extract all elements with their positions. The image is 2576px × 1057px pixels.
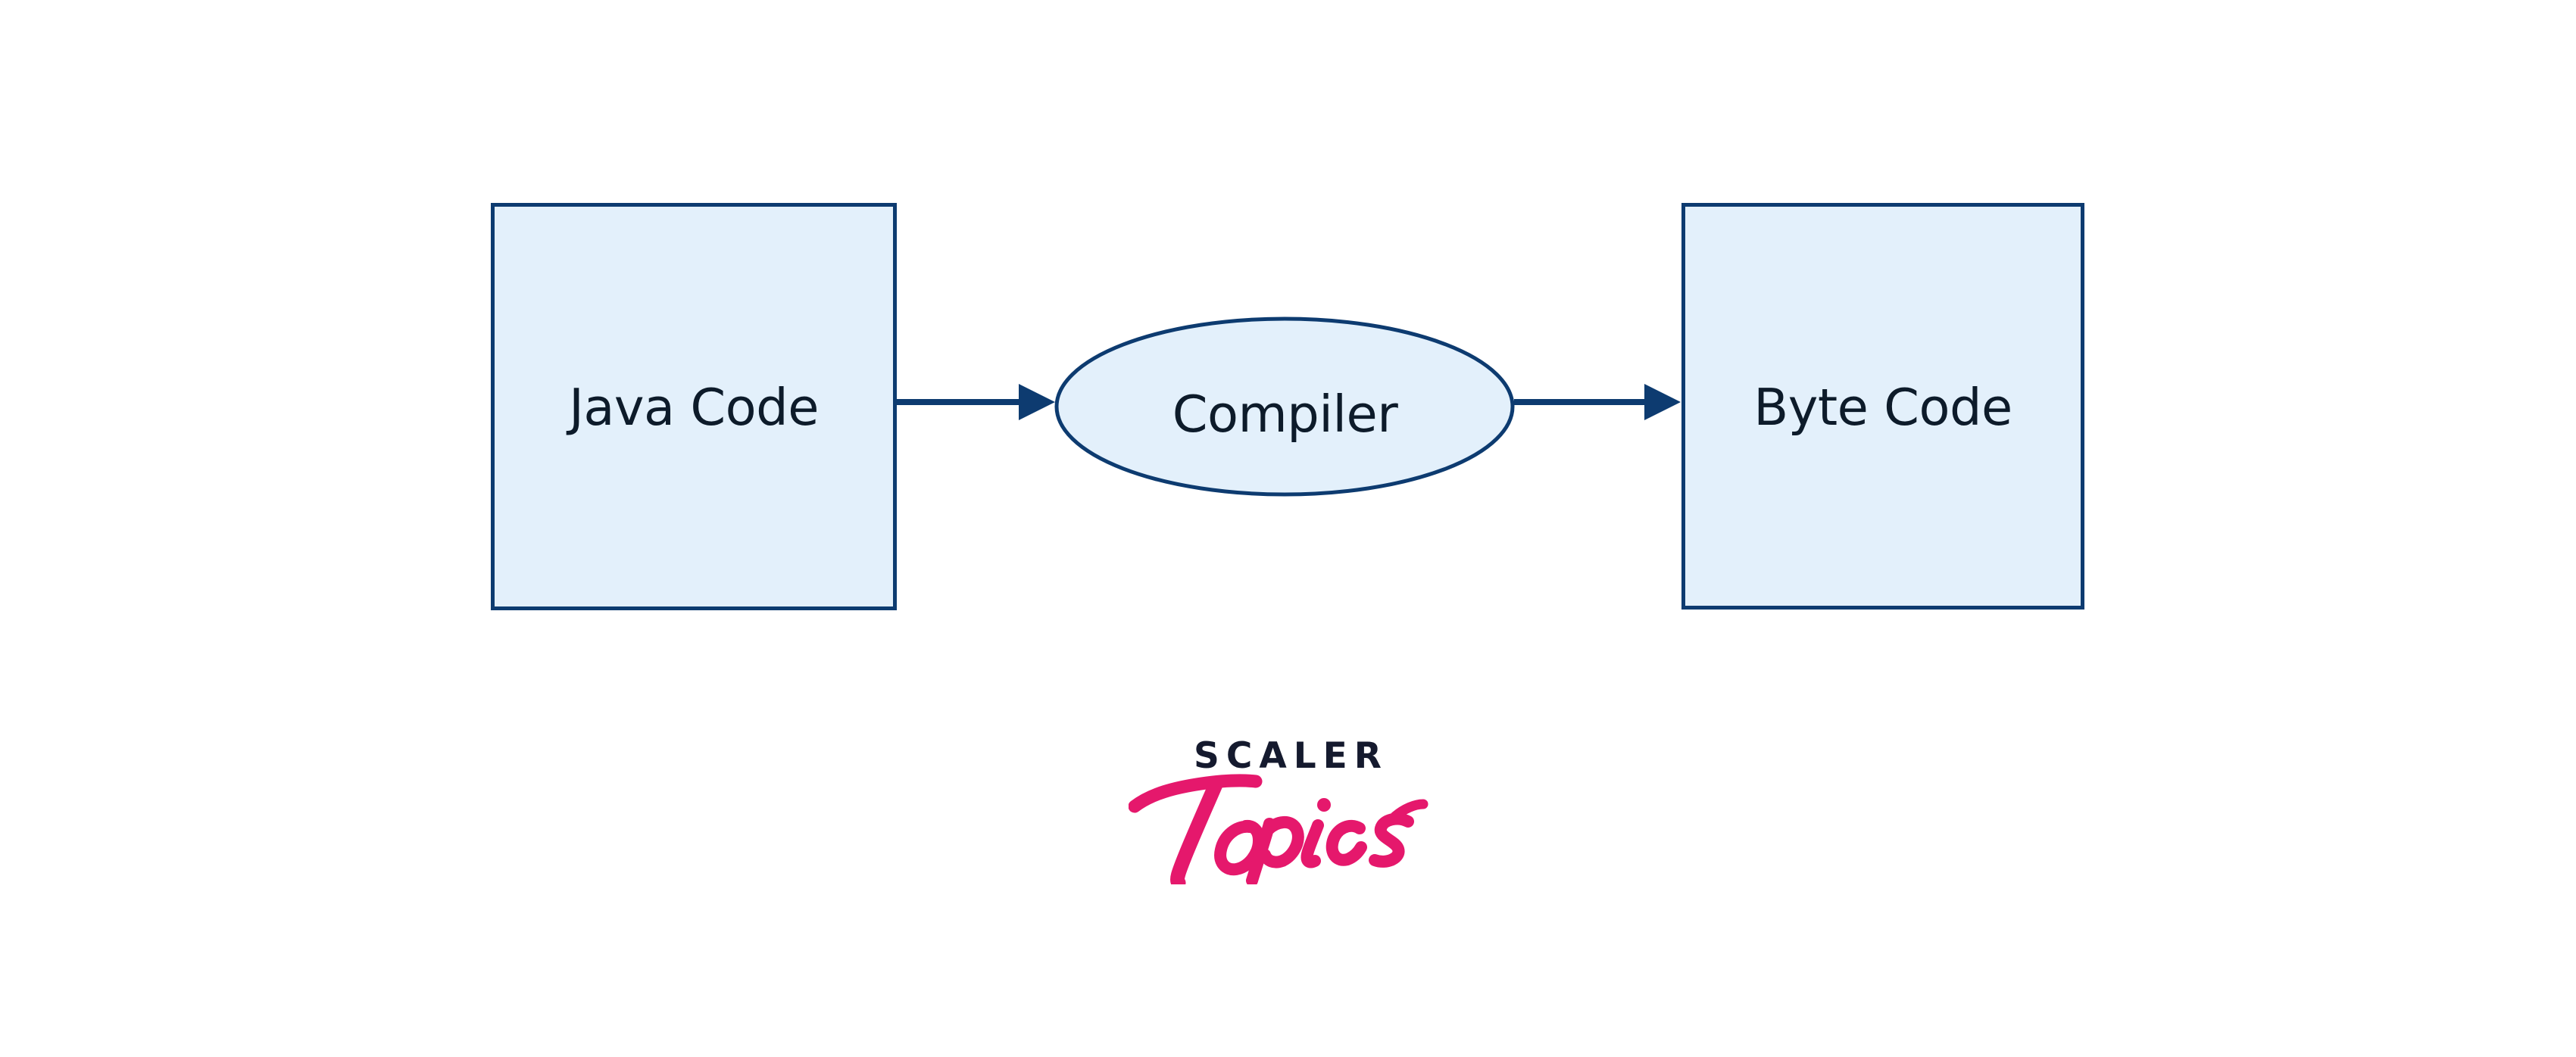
edge-java-code-to-compiler — [897, 384, 1055, 420]
node-byte-code-shape[interactable] — [1681, 203, 2084, 610]
logo-wordmark-scaler: SCALER — [1194, 735, 1388, 777]
arrowhead-icon — [1019, 384, 1055, 420]
node-java-code-label: Java Code — [569, 378, 819, 437]
node-compiler-shape[interactable] — [1054, 316, 1515, 497]
node-java-code-shape[interactable] — [491, 203, 897, 610]
topics-script-glyphs — [1129, 774, 1429, 884]
logo-wordmark-topics — [1091, 771, 1485, 884]
scaler-topics-logo: SCALER — [1091, 738, 1485, 901]
arrowhead-icon — [1644, 384, 1681, 420]
node-compiler-label: Compiler — [1172, 385, 1398, 444]
edge-compiler-to-byte-code — [1514, 384, 1681, 420]
node-byte-code-label: Byte Code — [1753, 378, 2012, 437]
